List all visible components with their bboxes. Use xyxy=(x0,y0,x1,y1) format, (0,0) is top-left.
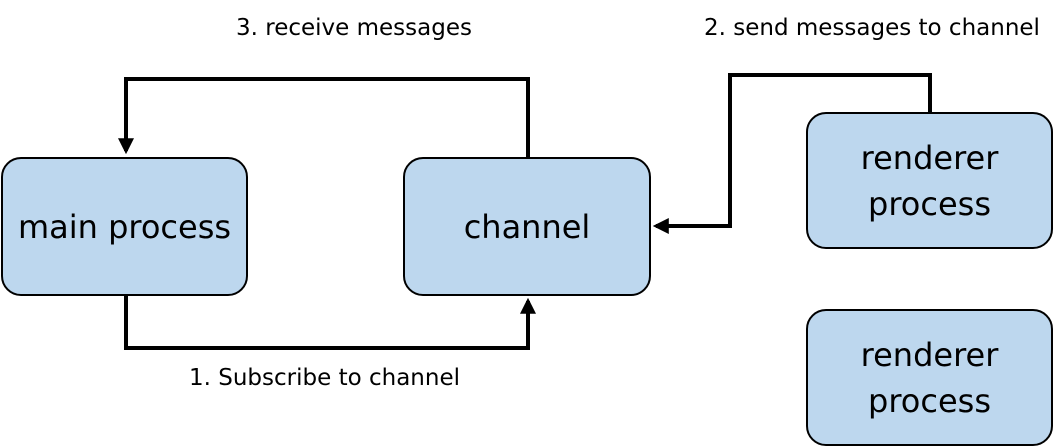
renderer-process-node-top: renderer process xyxy=(806,112,1053,249)
renderer-process-label-top: renderer process xyxy=(860,138,999,223)
main-process-label: main process xyxy=(17,207,232,246)
subscribe-arrow xyxy=(124,295,536,350)
send-arrow xyxy=(652,73,932,234)
receive-arrow xyxy=(118,77,530,157)
send-messages-label: 2. send messages to channel xyxy=(704,15,1040,41)
renderer-process-node-bottom: renderer process xyxy=(806,309,1053,446)
channel-label: channel xyxy=(463,207,591,246)
renderer-process-label-bottom: renderer process xyxy=(860,335,999,420)
subscribe-label: 1. Subscribe to channel xyxy=(189,365,460,391)
channel-node: channel xyxy=(403,157,651,296)
receive-messages-label: 3. receive messages xyxy=(236,15,472,41)
main-process-node: main process xyxy=(1,157,248,296)
